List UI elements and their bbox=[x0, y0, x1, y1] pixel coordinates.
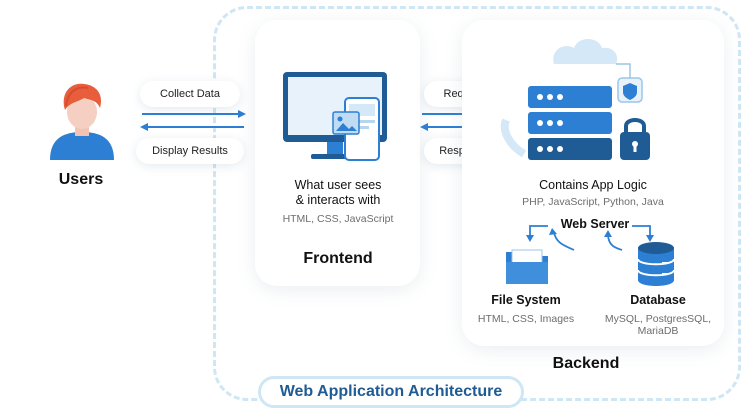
database-tech-line-2: MariaDB bbox=[637, 325, 679, 337]
file-system-title: File System bbox=[491, 293, 561, 307]
folder-icon bbox=[506, 249, 548, 284]
database-tech-line-1: MySQL, PostgresSQL, bbox=[604, 313, 712, 325]
backend-logic-title: Contains App Logic bbox=[539, 178, 647, 192]
left-arrows-icon bbox=[140, 110, 246, 131]
display-results-label: Display Results bbox=[136, 138, 244, 164]
server-connections-icon bbox=[526, 225, 654, 251]
frontend-tech: HTML, CSS, JavaScript bbox=[282, 213, 394, 225]
database-tech: MySQL, PostgresSQL, MariaDB bbox=[592, 313, 724, 337]
backend-title: Backend bbox=[552, 355, 620, 372]
backend-card bbox=[462, 20, 724, 346]
file-system-tech: HTML, CSS, Images bbox=[477, 313, 575, 325]
frontend-description: What user sees & interacts with bbox=[258, 178, 418, 208]
server-stack-icon bbox=[500, 39, 650, 160]
monitor-icon bbox=[283, 72, 387, 161]
database-title: Database bbox=[630, 293, 686, 307]
frontend-line-1: What user sees bbox=[294, 178, 382, 192]
web-server-label: Web Server bbox=[560, 217, 630, 231]
user-icon bbox=[50, 83, 114, 160]
frontend-title: Frontend bbox=[303, 250, 373, 267]
diagram-title: Web Application Architecture bbox=[258, 376, 524, 408]
users-label: Users bbox=[58, 171, 104, 188]
database-icon bbox=[637, 242, 675, 286]
frontend-line-2: & interacts with bbox=[295, 193, 381, 207]
collect-data-label: Collect Data bbox=[140, 81, 240, 107]
backend-logic-langs: PHP, JavaScript, Python, Java bbox=[522, 196, 664, 208]
